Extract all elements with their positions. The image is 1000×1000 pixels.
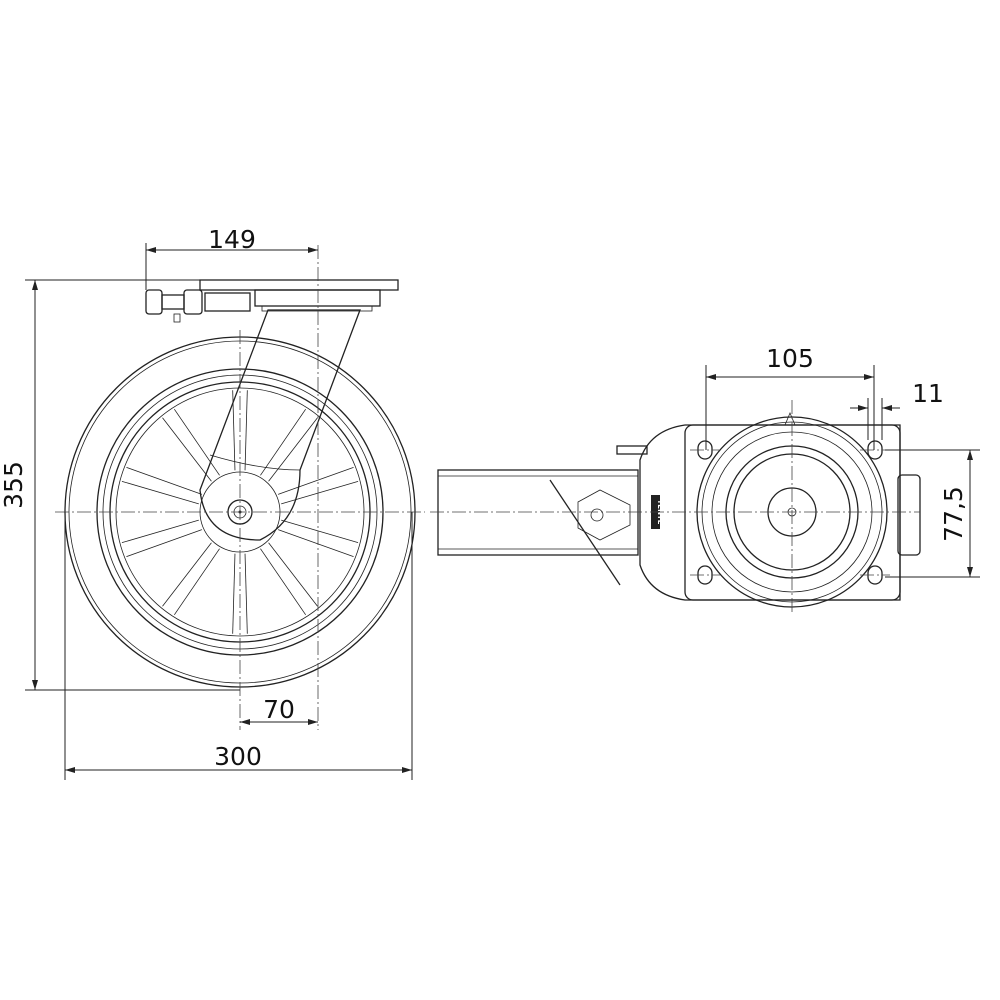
dim-70: 70 bbox=[263, 695, 295, 724]
spoke-edge bbox=[268, 542, 318, 607]
spoke-edge bbox=[162, 417, 212, 482]
spoke-edge bbox=[121, 480, 199, 505]
spoke-edge bbox=[232, 553, 236, 634]
spoke-edge bbox=[244, 390, 248, 471]
spoke-edge bbox=[260, 408, 306, 476]
dim-149: 149 bbox=[208, 225, 256, 254]
spoke-edge bbox=[244, 553, 248, 634]
spoke-edge bbox=[121, 519, 199, 544]
side-view: 149 355 70 300 bbox=[0, 225, 425, 780]
wheel-body bbox=[437, 445, 648, 586]
dim-355: 355 bbox=[0, 461, 28, 509]
top-view: TENTE bbox=[430, 344, 980, 612]
dim-105: 105 bbox=[766, 344, 814, 373]
spoke-edge bbox=[126, 467, 203, 495]
brake-lever bbox=[145, 289, 251, 323]
spoke-edge bbox=[260, 548, 306, 616]
spoke-edge bbox=[281, 480, 359, 505]
centerlines bbox=[55, 245, 425, 730]
spoke-edge bbox=[174, 548, 220, 616]
dimension-lines-right bbox=[705, 365, 980, 578]
wheel-spokes bbox=[121, 390, 359, 634]
spoke-edge bbox=[162, 542, 212, 607]
spoke-edge bbox=[268, 417, 318, 482]
spoke-edge bbox=[126, 529, 203, 557]
spoke-edge bbox=[174, 408, 220, 476]
top-plate bbox=[199, 279, 399, 312]
centerlines-right bbox=[430, 400, 920, 612]
spoke-edge bbox=[277, 529, 354, 557]
spoke-edge bbox=[281, 519, 359, 544]
spoke-edge bbox=[277, 467, 354, 495]
dim-11: 11 bbox=[912, 379, 944, 408]
dim-300: 300 bbox=[214, 742, 262, 771]
dimension-lines bbox=[25, 243, 413, 780]
dim-77-5: 77,5 bbox=[939, 486, 968, 542]
